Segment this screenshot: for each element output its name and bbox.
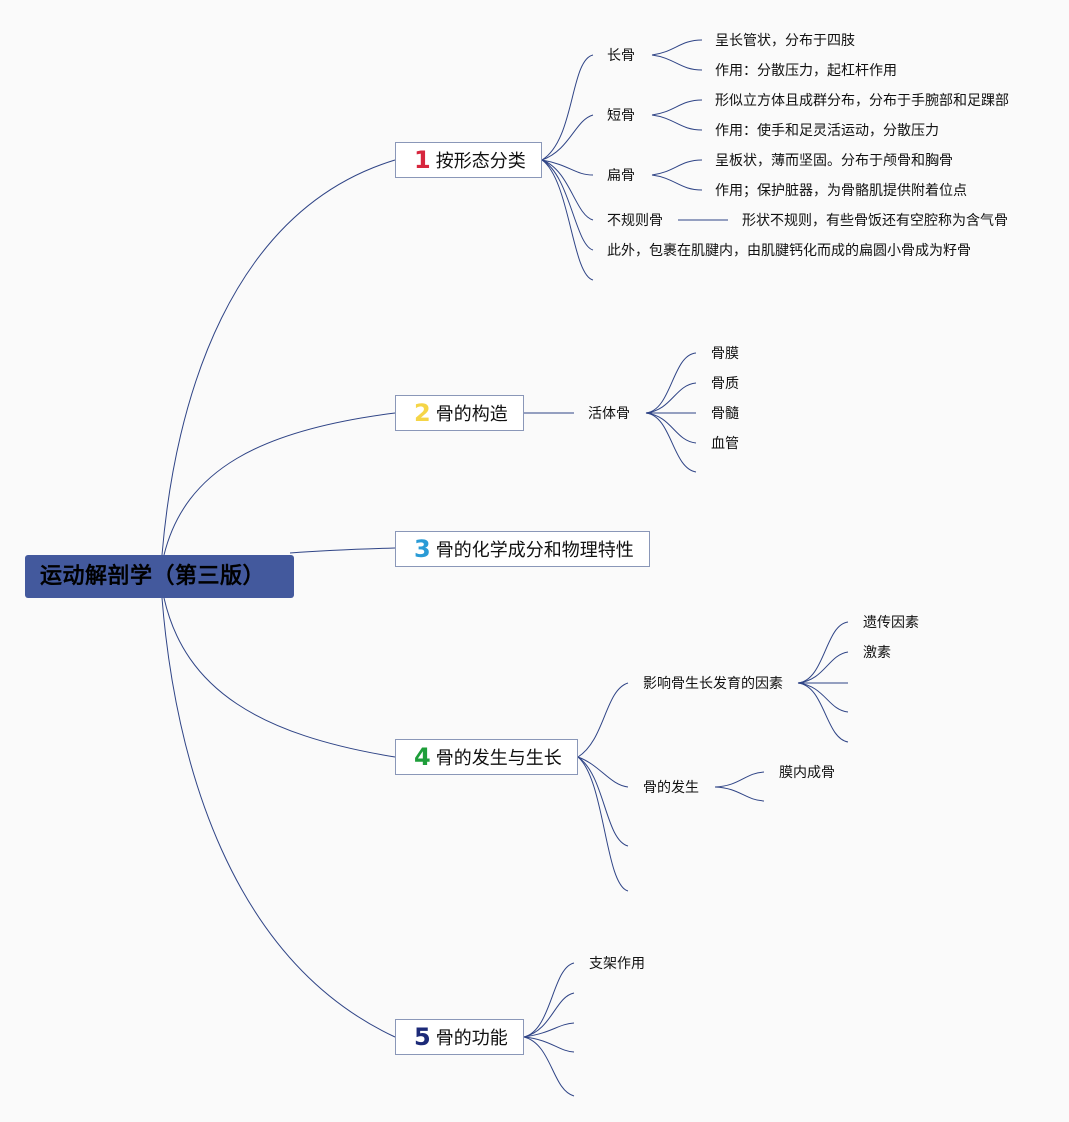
link-b1-long [541,54,594,161]
node-short-bone[interactable]: 短骨 [607,108,635,124]
branch-4[interactable]: 4 骨的发生与生长 [395,739,578,775]
node-irregular-bone-desc[interactable]: 形状不规则，有些骨饭还有空腔称为含气骨 [742,213,1008,229]
branch-2-label: 骨的构造 [435,404,508,425]
node-long-bone[interactable]: 长骨 [607,48,635,64]
node-support-function[interactable]: 支架作用 [589,956,645,972]
node-periosteum[interactable]: 骨膜 [711,346,739,362]
branch-5[interactable]: 5 骨的功能 [395,1019,524,1055]
node-growth-factors[interactable]: 影响骨生长发育的因素 [643,676,783,692]
link-long-a [651,39,703,56]
link-b5-support [523,962,575,1038]
link-b5-empty3 [523,1036,575,1053]
link-live-d [645,412,697,444]
node-bone-development[interactable]: 骨的发生 [643,780,699,796]
link-short-a [651,99,703,116]
node-blood-vessel[interactable]: 血管 [711,436,739,452]
link-b1-irregular [541,159,594,221]
link-factors-b [797,651,849,684]
link-live-b [645,382,697,414]
root-node[interactable]: 运动解剖学（第三版） [25,555,294,598]
node-sesamoid-note[interactable]: 此外，包裹在肌腱内，由肌腱钙化而成的扁圆小骨成为籽骨 [607,243,971,259]
node-hormones[interactable]: 激素 [863,645,891,661]
link-flat-a [651,159,703,176]
link-b5-empty4 [523,1036,575,1097]
link-b4-factors [577,682,629,758]
node-short-bone-func[interactable]: 作用：使手和足灵活运动，分散压力 [715,123,939,139]
node-long-bone-desc[interactable]: 呈长管状，分布于四肢 [715,33,855,49]
link-factors-d [797,682,849,713]
node-bone-marrow[interactable]: 骨髓 [711,406,739,422]
branch-1[interactable]: 1 按形态分类 [395,142,542,178]
branch-2[interactable]: 2 骨的构造 [395,395,524,431]
link-root-b1 [161,159,396,556]
branch-5-label: 骨的功能 [435,1028,508,1049]
branch-3-number: 3 [414,535,431,563]
link-develop-b [714,786,765,802]
node-long-bone-func[interactable]: 作用：分散压力，起杠杆作用 [715,63,897,79]
node-flat-bone-func[interactable]: 作用；保护脏器，为骨骼肌提供附着位点 [715,183,967,199]
node-intramembranous[interactable]: 膜内成骨 [779,765,835,781]
link-b4-empty1 [577,756,629,847]
branch-5-number: 5 [414,1023,431,1051]
link-root-b5 [161,597,396,1038]
link-develop-a [714,771,765,788]
node-living-bone[interactable]: 活体骨 [588,406,630,422]
link-b4-develop [577,756,629,788]
link-b5-empty1 [523,992,575,1038]
node-short-bone-desc[interactable]: 形似立方体且成群分布，分布于手腕部和足踝部 [715,93,1009,109]
node-flat-bone-desc[interactable]: 呈板状，薄而坚固。分布于颅骨和胸骨 [715,153,953,169]
link-b5-empty2 [523,1022,575,1038]
link-live-a [645,352,697,414]
branch-3-label: 骨的化学成分和物理特性 [435,540,634,561]
link-factors-a [797,621,849,684]
link-b1-empty [541,159,594,281]
link-long-b [651,54,703,71]
link-root-b3 [289,547,396,554]
link-b1-short [541,114,594,161]
link-b1-flat [541,159,594,176]
node-irregular-bone[interactable]: 不规则骨 [607,213,663,229]
link-root-b2 [163,412,396,556]
link-factors-e [797,682,849,743]
node-genetic-factors[interactable]: 遗传因素 [863,615,919,631]
branch-4-number: 4 [414,743,431,771]
node-bone-substance[interactable]: 骨质 [711,376,739,392]
link-root-b4 [163,597,396,758]
branch-1-label: 按形态分类 [435,151,526,172]
link-live-e [645,412,697,473]
branch-4-label: 骨的发生与生长 [435,748,562,769]
link-b4-empty2 [577,756,629,892]
branch-1-number: 1 [414,146,431,174]
branch-3[interactable]: 3 骨的化学成分和物理特性 [395,531,650,567]
node-flat-bone[interactable]: 扁骨 [607,168,635,184]
link-flat-b [651,174,703,191]
link-short-b [651,114,703,131]
branch-2-number: 2 [414,399,431,427]
link-b1-extra [541,159,594,251]
